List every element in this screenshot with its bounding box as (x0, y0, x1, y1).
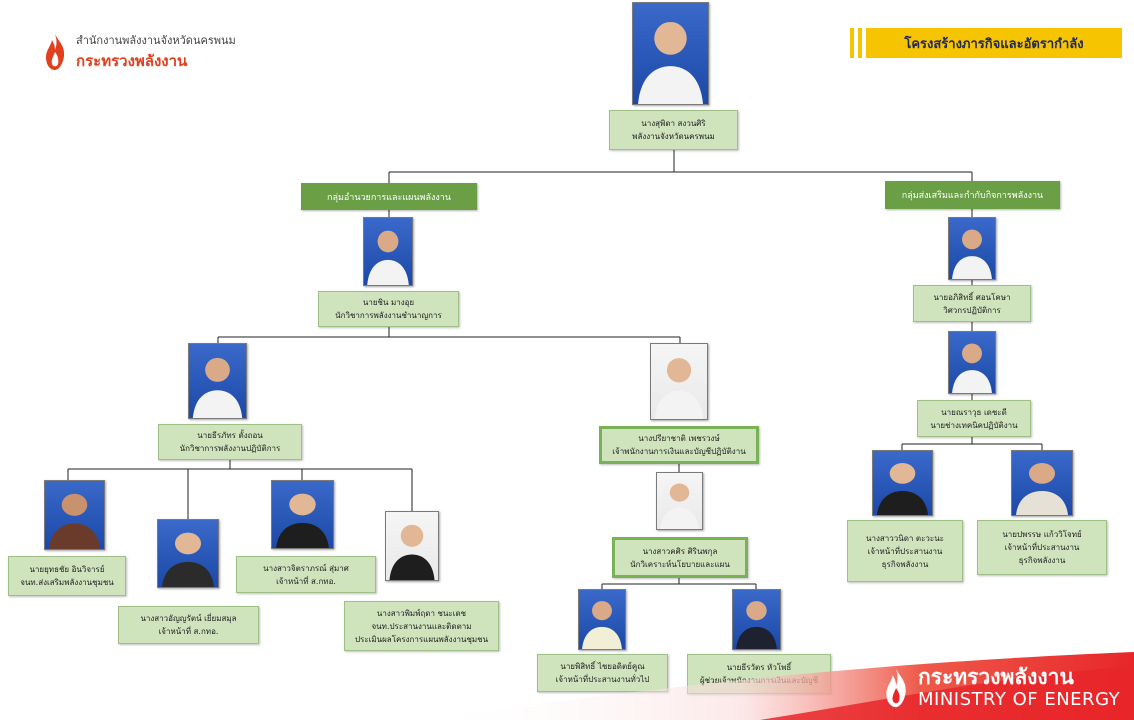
node-phisit: นายพิสิทธิ์ ไชยอดิตย์คูณ เจ้าหน้าที่ประส… (537, 654, 668, 692)
photo-jitraporn (271, 480, 334, 549)
title-stripe (858, 28, 862, 58)
node-position: นักวิชาการพลังงานชำนาญการ (335, 311, 442, 320)
node-name: นายธีรภัทร ตั้งถอน (197, 431, 263, 440)
photo-thirawat (732, 589, 781, 650)
node-jitraporn: นางสาวจิตราภรณ์ สุ่มาศ เจ้าหน้าที่ ส.กทอ… (236, 556, 376, 593)
node-position: เจ้าหน้าที่ ส.กทอ. (158, 627, 219, 636)
footer-brand-en: MINISTRY OF ENERGY (918, 689, 1121, 710)
photo-aksorn (656, 472, 703, 530)
person-photo-icon (48, 493, 101, 549)
person-photo-icon (660, 483, 699, 529)
footer-brand-thai: กระทรวงพลังงาน (918, 665, 1074, 689)
node-name: นางสาวจิตราภรณ์ สุ่มาศ (263, 563, 349, 573)
footer-ministry-logo: กระทรวงพลังงาน MINISTRY OF ENERGY (880, 660, 1130, 716)
node-name: นางสุพิดา สงวนศิริ (641, 119, 706, 128)
group-admin-planning: กลุ่มอำนวยการและแผนพลังงาน (301, 183, 477, 210)
node-aksorn: นางสาวคศิร ศิรินพกุล นักวิเคราะห์นโยบายแ… (612, 537, 748, 578)
node-phimpida: นางสาวพิมพ์ฤดา ชนะเดช จนท.ประสานงานและติ… (344, 601, 499, 651)
node-chin: นายชิน มางอุย นักวิชาการพลังงานชำนาญการ (318, 291, 459, 327)
node-position: เจ้าหน้าที่ ส.กทอ. (276, 576, 336, 586)
node-position-line2: ธุรกิจพลังงาน (881, 559, 929, 569)
photo-anchalee (157, 519, 219, 588)
node-yutthachai: นายยุทธชัย อินวิจารย์ จนท.ส่งเสริมพลังงา… (8, 556, 126, 596)
node-name: นางสาวคศิร ศิรินพกุล (642, 546, 718, 556)
node-name: นางปรียาชาติ เพชรวงษ์ (638, 434, 720, 443)
office-name: สำนักงานพลังงานจังหวัดนครพนม (76, 34, 236, 47)
node-wanida: นางสาววนิดา ตะวะนะ เจ้าหน้าที่ประสานงาน … (847, 520, 963, 582)
node-head: นางสุพิดา สงวนศิริ พลังงานจังหวัดนครพนม (609, 110, 738, 150)
node-name: นายยุทธชัย อินวิจารย์ (29, 565, 105, 574)
photo-chin (363, 217, 413, 286)
person-photo-icon (192, 357, 243, 418)
photo-phisit (578, 589, 626, 650)
node-position: จนท.ประสานงานและติดตาม (371, 621, 472, 631)
person-photo-icon (654, 358, 704, 419)
page-title: โครงสร้างภารกิจและอัตรากำลัง (866, 28, 1122, 58)
person-photo-icon (876, 463, 929, 515)
person-photo-icon (582, 601, 622, 649)
node-aphisit: นายอภิสิทธิ์ ศอนโคษา วิศวกรปฏิบัติการ (913, 285, 1031, 322)
photo-head (632, 2, 709, 105)
photo-narawut (948, 331, 996, 394)
node-theera: นายธีรภัทร ตั้งถอน นักวิชาการพลังงานปฏิบ… (158, 424, 302, 460)
photo-patsakorn (1011, 450, 1073, 516)
node-anchalee: นางสาวอัญญรัตน์ เยี่ยมสมุล เจ้าหน้าที่ ส… (118, 606, 259, 644)
node-name: นายธีรวัตร หัวโพธิ์ (726, 663, 792, 672)
person-photo-icon (367, 230, 409, 285)
photo-phimpida (385, 511, 439, 581)
node-name: นายพิสิทธิ์ ไชยอดิตย์คูณ (560, 662, 645, 671)
ministry-name: กระทรวงพลังงาน (76, 52, 188, 70)
node-narawut: นายณราวุธ เดชะดี นายช่างเทคนิคปฏิบัติงาน (917, 400, 1031, 437)
node-position-line2: ประเมินผลโครงการแผนพลังงานชุมชน (354, 634, 489, 644)
node-name: นางสาวพิมพ์ฤดา ชนะเดช (376, 608, 467, 618)
flame-logo-icon (46, 34, 65, 70)
node-name: นายอภิสิทธิ์ ศอนโคษา (933, 292, 1011, 302)
node-name: นายณราวุธ เดชะดี (941, 407, 1007, 417)
person-photo-icon (952, 229, 992, 279)
page-title-banner: โครงสร้างภารกิจและอัตรากำลัง (850, 28, 1122, 58)
node-pricha: นางปรียาชาติ เพชรวงษ์ เจ้าพนักงานการเงิน… (599, 426, 759, 464)
node-position: นักวิชาการพลังงานปฏิบัติการ (179, 444, 281, 453)
photo-theera (188, 343, 247, 419)
person-photo-icon (162, 532, 214, 587)
node-position-line2: ธุรกิจพลังงาน (1018, 556, 1066, 565)
footer-wave (420, 652, 1134, 720)
node-patsakorn: นายปพรรษ แก้ววิโจทย์ เจ้าหน้าที่ประสานงา… (977, 520, 1107, 575)
node-position: เจ้าหน้าที่ประสานงานทั่วไป (555, 675, 650, 684)
photo-aphisit (948, 217, 996, 280)
node-position: เจ้าหน้าที่ประสานงาน (867, 546, 943, 556)
photo-yutthachai (44, 480, 105, 550)
person-photo-icon (276, 493, 329, 548)
node-position: เจ้าพนักงานการเงินและบัญชีปฏิบัติงาน (612, 447, 746, 456)
node-position: พลังงานจังหวัดนครพนม (632, 132, 715, 141)
title-stripe (850, 28, 854, 58)
node-name: นายชิน มางอุย (362, 298, 415, 307)
photo-pricha (650, 343, 708, 420)
person-photo-icon (736, 601, 777, 649)
node-position: จนท.ส่งเสริมพลังงานชุมชน (20, 578, 114, 587)
group-promotion-regulation: กลุ่มส่งเสริมและกำกับกิจการพลังงาน (885, 181, 1060, 209)
ministry-logo: สำนักงานพลังงานจังหวัดนครพนม กระทรวงพลัง… (40, 28, 280, 76)
person-photo-icon (389, 524, 435, 580)
node-position: เจ้าหน้าที่ประสานงาน (1004, 543, 1080, 552)
node-position: นักวิเคราะห์นโยบายและแผน (630, 559, 730, 569)
person-photo-icon (1016, 463, 1068, 515)
node-name: นางสาวอัญญรัตน์ เยี่ยมสมุล (140, 614, 237, 623)
photo-wanida (872, 450, 933, 516)
node-position: นายช่างเทคนิคปฏิบัติงาน (930, 420, 1018, 430)
node-name: นางสาววนิดา ตะวะนะ (866, 533, 944, 543)
node-position: วิศวกรปฏิบัติการ (943, 305, 1001, 315)
person-photo-icon (952, 343, 992, 393)
person-photo-icon (638, 21, 703, 104)
flame-logo-icon (886, 668, 906, 708)
node-name: นายปพรรษ แก้ววิโจทย์ (1002, 530, 1082, 539)
